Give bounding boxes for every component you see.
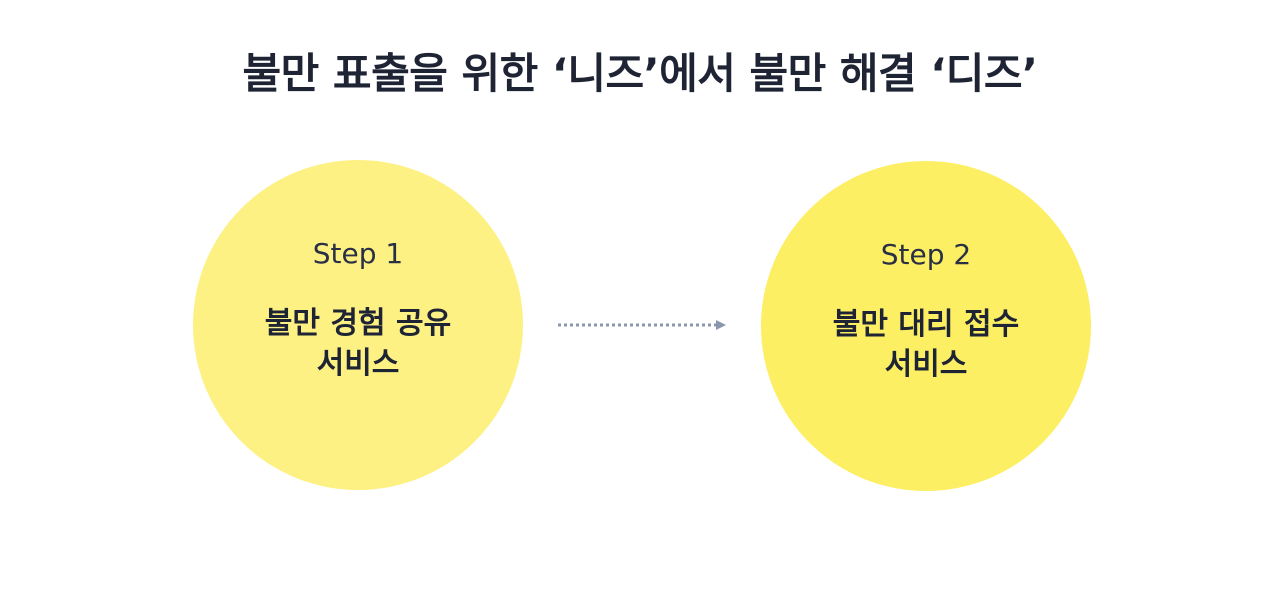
step-1-circle: Step 1 불만 경험 공유 서비스: [193, 160, 523, 490]
step-1-description: 불만 경험 공유 서비스: [193, 304, 523, 384]
step-2-label: Step 2: [880, 238, 972, 271]
step-1-description-line-2: 서비스: [316, 346, 400, 381]
arrow-head: [716, 320, 726, 330]
page-title: 불만 표출을 위한 ‘니즈’에서 불만 해결 ‘디즈’: [242, 49, 1038, 98]
step-2-description-line-2: 서비스: [884, 347, 968, 382]
step-2-circle: Step 2 불만 대리 접수 서비스: [761, 161, 1091, 491]
step-2-description: 불만 대리 접수 서비스: [761, 305, 1091, 385]
dotted-arrow-icon: [558, 320, 726, 330]
step-1-label: Step 1: [312, 237, 404, 270]
step-1-description-line-1: 불만 경험 공유: [264, 306, 452, 341]
step-2-description-line-1: 불만 대리 접수: [832, 307, 1020, 342]
